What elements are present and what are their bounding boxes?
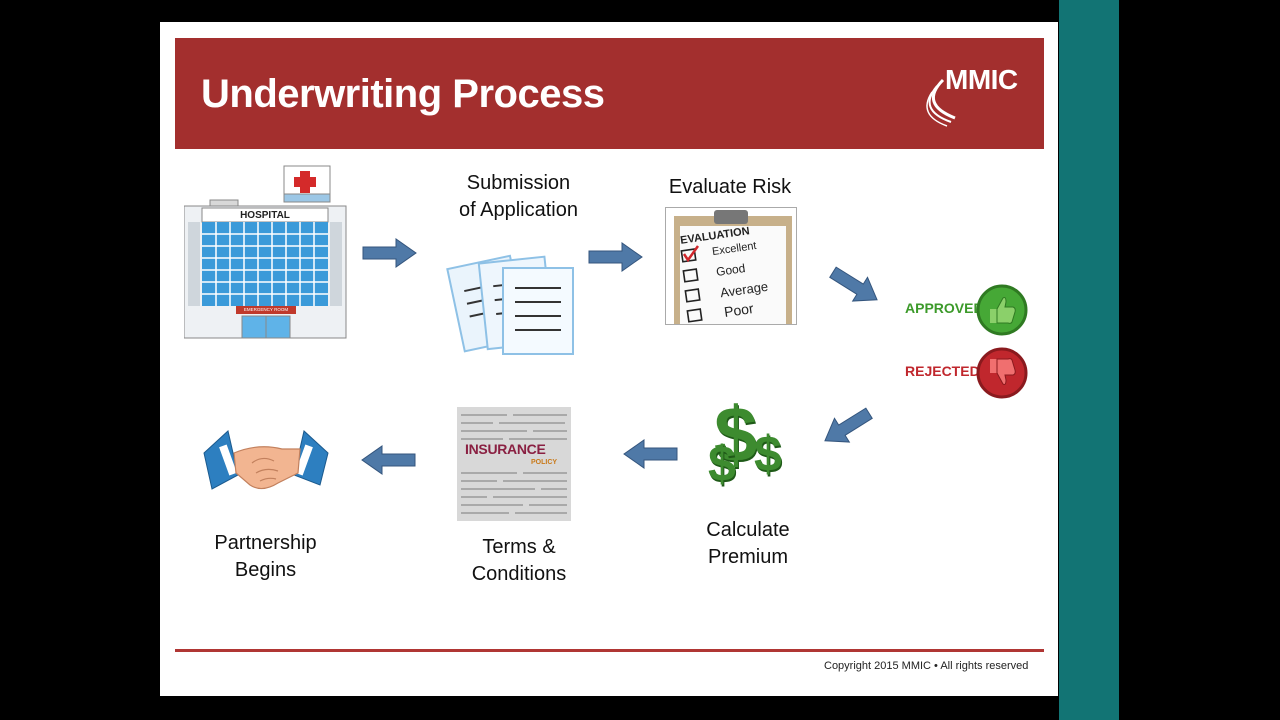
slide: Underwriting Process MMIC — [160, 22, 1058, 696]
policy-word: POLICY — [531, 459, 558, 466]
submission-caption: Submission of Application — [436, 170, 601, 224]
premium-line1: Calculate — [706, 519, 790, 541]
arrow-right-icon — [588, 242, 643, 272]
hospital-icon — [183, 165, 347, 339]
copyright-text: Copyright 2015 MMIC • All rights reserve… — [824, 660, 1029, 672]
partnership-caption: Partnership Begins — [188, 530, 343, 584]
evaluate-risk-caption: Evaluate Risk — [668, 176, 792, 198]
submission-line2: of Application — [459, 199, 578, 221]
documents-icon — [446, 254, 574, 355]
slide-header: Underwriting Process MMIC — [175, 38, 1044, 149]
thumbs-down-icon — [976, 347, 1028, 399]
dollar-signs-icon: $ $ $ — [708, 390, 790, 507]
rejected-badge: REJECTED — [902, 344, 1032, 402]
logo-swoosh-icon — [926, 78, 956, 127]
terms-line2: Conditions — [471, 563, 567, 585]
approved-badge: APPROVED — [902, 282, 1032, 338]
arrow-left-icon — [623, 439, 678, 469]
arrow-down-left-icon — [824, 407, 873, 443]
hospital-illustration: HOSPITAL EMERGENCY ROOM — [183, 164, 349, 340]
emergency-room-sign: EMERGENCY ROOM — [243, 307, 289, 312]
submission-line1: Submission — [466, 172, 571, 194]
dollar-sign-large: $ — [714, 390, 758, 478]
clipboard-icon — [674, 210, 792, 324]
side-bar — [1059, 0, 1119, 720]
rejected-label: REJECTED — [905, 363, 980, 379]
partnership-line1: Partnership — [214, 532, 317, 554]
premium-caption: Calculate Premium — [670, 517, 826, 571]
mmic-logo: MMIC — [915, 60, 1035, 130]
arrow-down-right-icon — [829, 266, 878, 302]
terms-line1: Terms & — [482, 536, 556, 558]
partnership-line2: Begins — [234, 559, 297, 581]
approved-label: APPROVED — [905, 300, 984, 316]
dollar-sign-small-left: $ — [708, 436, 736, 492]
logo-text: MMIC — [945, 64, 1018, 95]
hospital-sign: HOSPITAL — [240, 210, 290, 221]
arrow-right-icon — [362, 238, 417, 268]
insurance-word: INSURANCE — [465, 441, 546, 457]
thumbs-up-icon — [976, 284, 1028, 336]
word-cloud-texture — [461, 414, 567, 514]
arrow-left-icon — [361, 445, 416, 475]
evaluation-clipboard: EVALUATION Excellent Good Average Poor — [665, 207, 797, 325]
premium-line2: Premium — [707, 546, 788, 568]
handshake-icon — [203, 430, 329, 490]
terms-caption: Terms & Conditions — [440, 534, 598, 588]
footer-divider — [175, 649, 1044, 652]
insurance-policy-image: INSURANCE POLICY — [457, 407, 571, 521]
dollar-sign-small-right: $ — [754, 426, 782, 482]
slide-title: Underwriting Process — [201, 72, 605, 116]
